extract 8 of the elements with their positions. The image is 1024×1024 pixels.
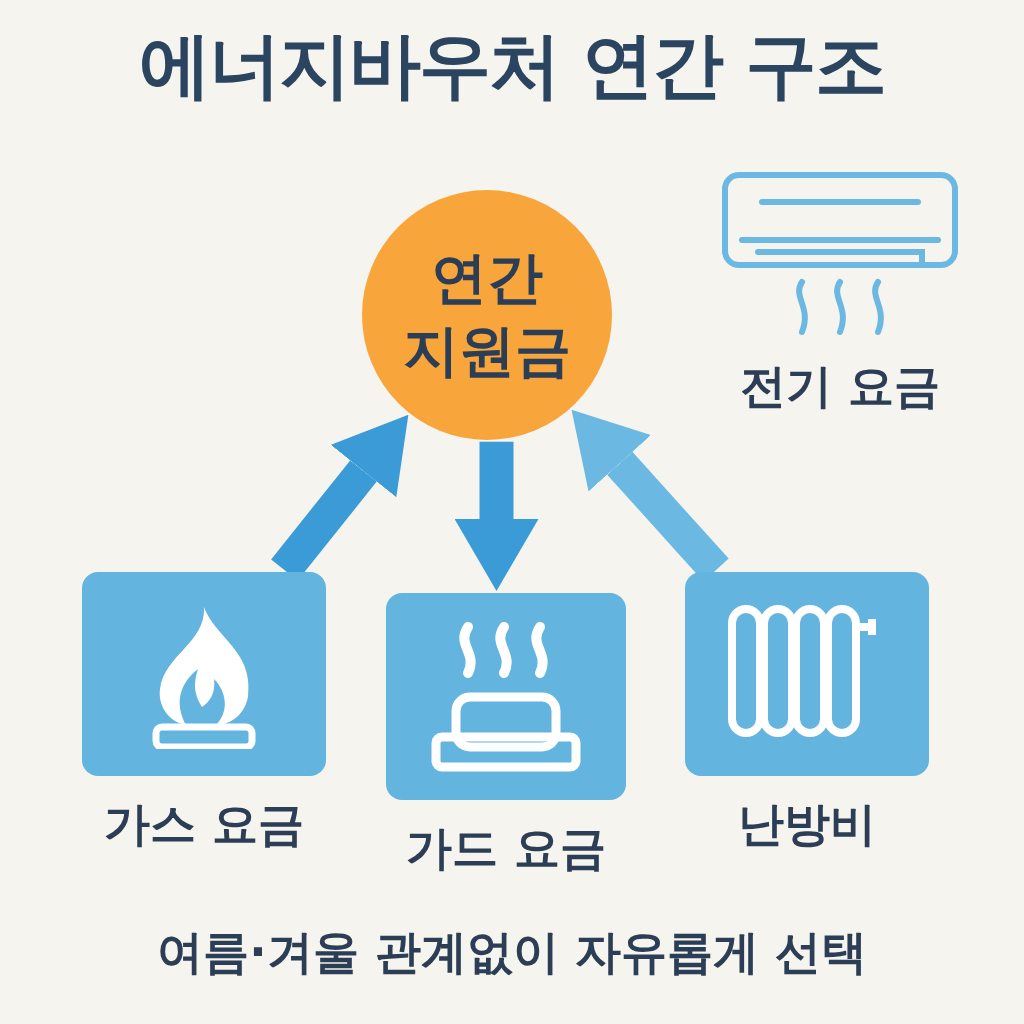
block-arrow xyxy=(454,441,539,591)
item-label: 가드 요금 xyxy=(406,820,606,877)
footnote: 여름·겨울 관계없이 자유롭게 선택 xyxy=(156,924,868,981)
item-label: 난방비 xyxy=(738,796,876,853)
item-label: 가스 요금 xyxy=(104,796,304,853)
circle-label: 연간 지원금 xyxy=(402,244,572,385)
title: 에너지바우처 연간 구조 xyxy=(137,22,887,109)
item-label: 전기 요금 xyxy=(740,358,940,415)
